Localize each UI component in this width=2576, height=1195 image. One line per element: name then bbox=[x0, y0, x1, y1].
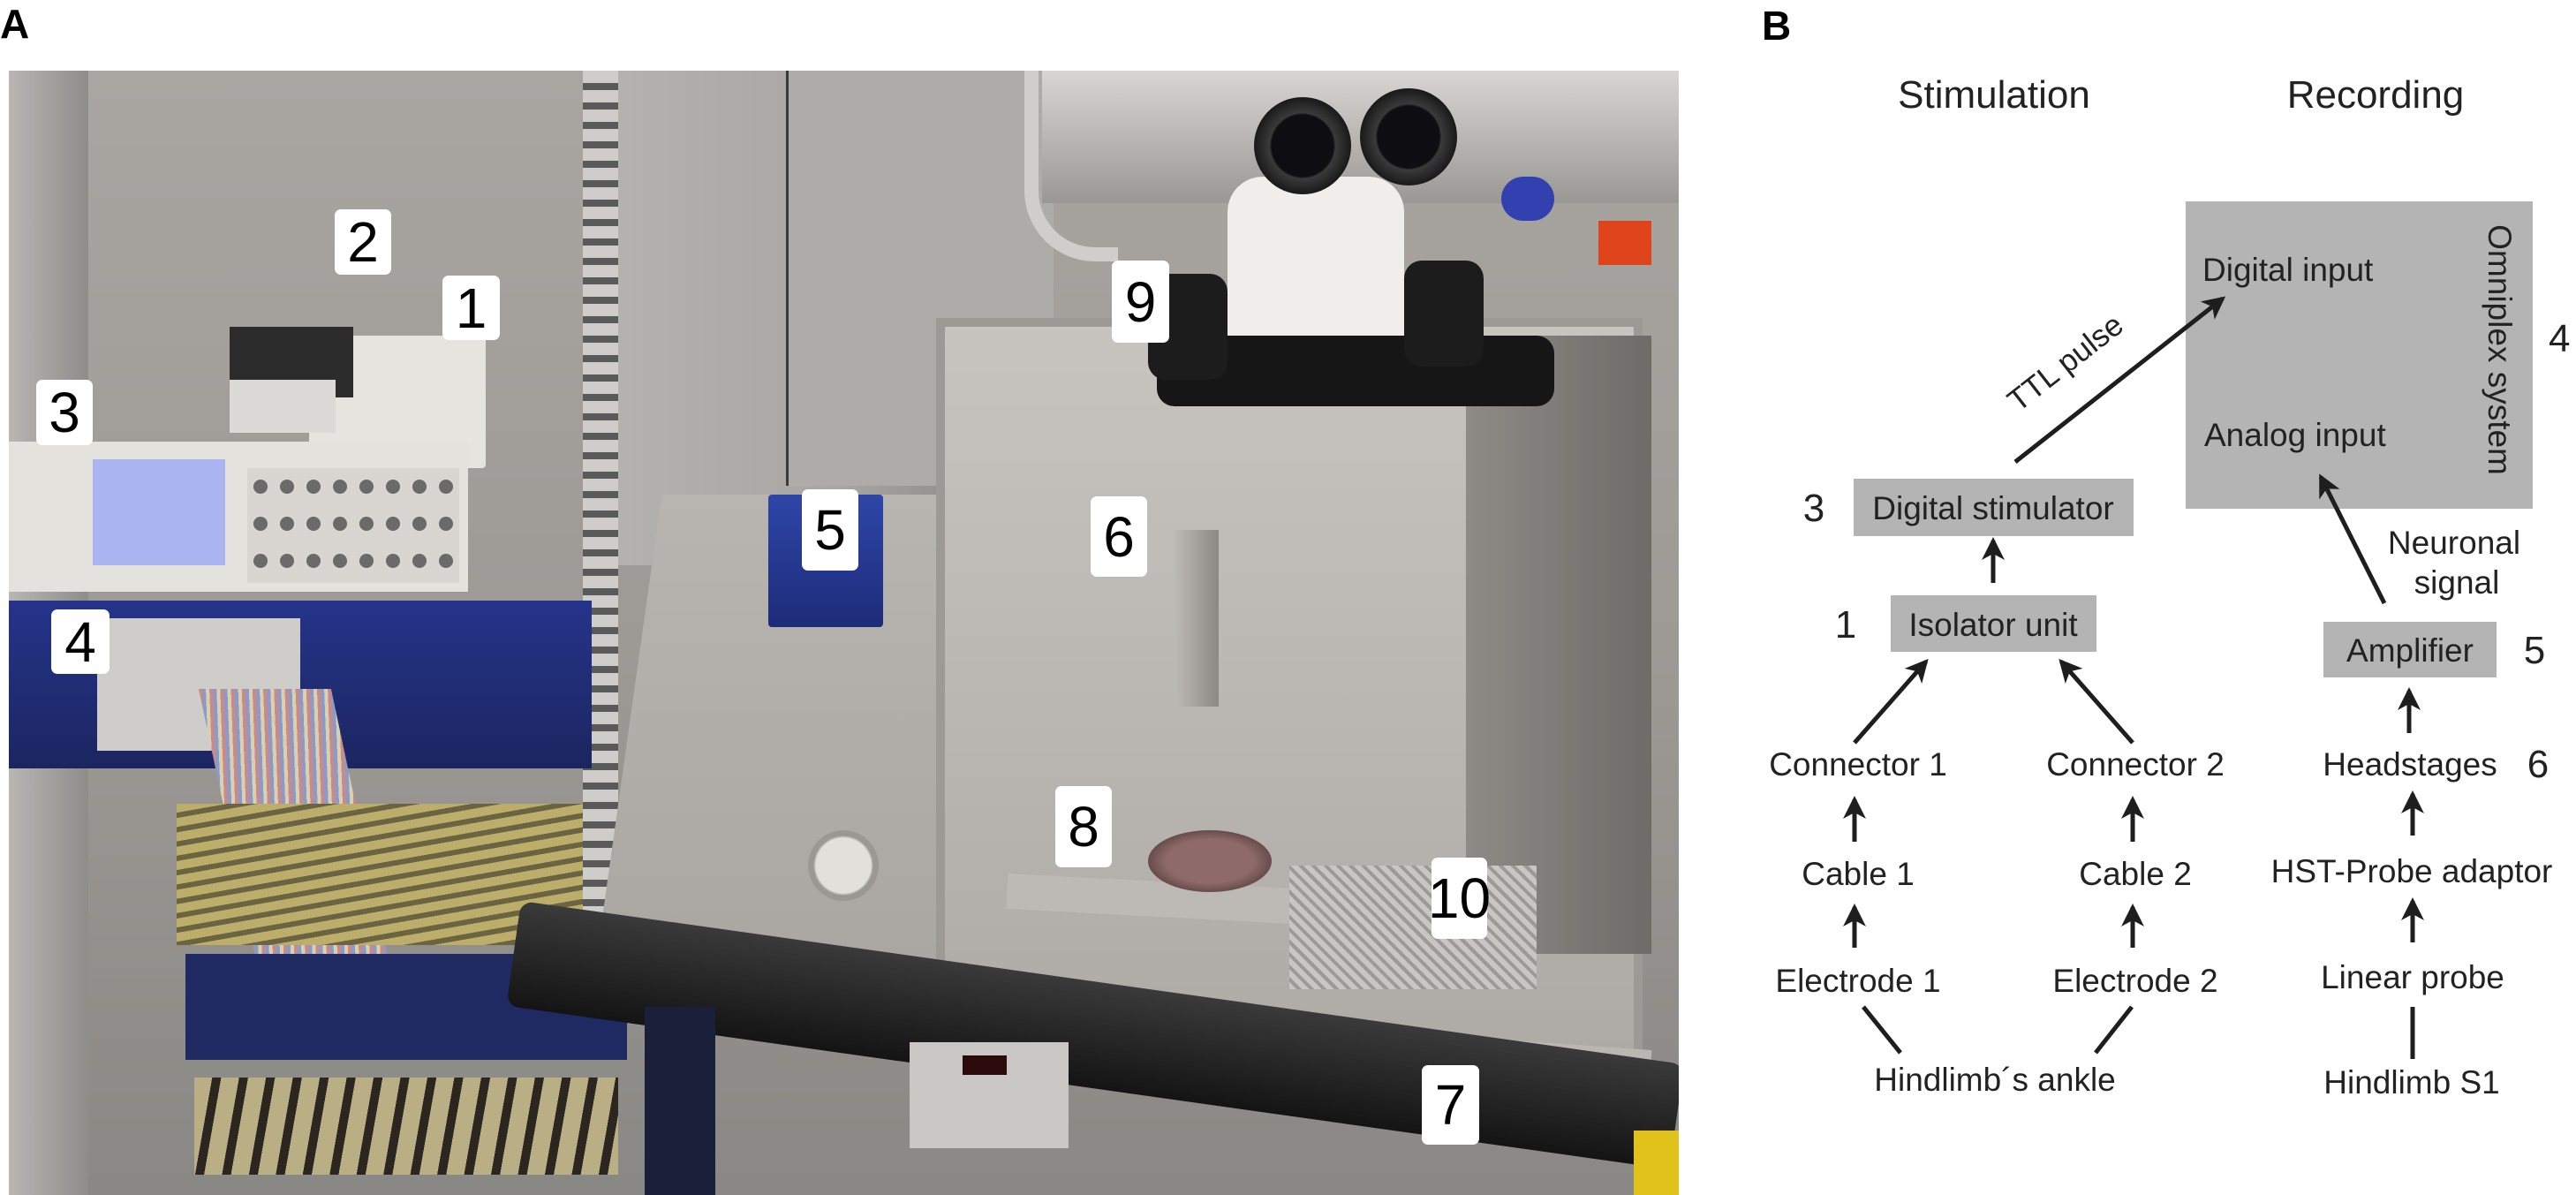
omniplex-system-box bbox=[2186, 201, 2533, 509]
photo-gloved-hand bbox=[1501, 177, 1554, 221]
electrode-1-label: Electrode 1 bbox=[1775, 963, 1940, 999]
photo-foil-pad bbox=[1289, 866, 1537, 989]
connector-2-label: Connector 2 bbox=[2046, 746, 2225, 783]
photo-frame-back-panel bbox=[1466, 336, 1651, 954]
photo-stimulator-screen bbox=[93, 459, 225, 565]
hst-probe-adaptor-label: HST-Probe adaptor bbox=[2271, 853, 2553, 889]
photo-box-2-base bbox=[230, 380, 336, 433]
photo-arm-rest-post bbox=[645, 1007, 715, 1195]
photo-lower-slots bbox=[194, 1078, 618, 1175]
callout-8: 8 bbox=[1055, 786, 1112, 867]
cable-2-label: Cable 2 bbox=[2079, 856, 2192, 892]
photo-microscope-knob-right bbox=[1404, 261, 1484, 367]
amplifier-box bbox=[2323, 622, 2497, 677]
connector-1-label: Connector 1 bbox=[1769, 746, 1947, 783]
cable-1-label: Cable 1 bbox=[1802, 856, 1915, 892]
rig-photograph: 1 2 3 4 5 6 7 8 9 10 bbox=[9, 71, 1679, 1195]
header-recording: Recording bbox=[2287, 73, 2465, 117]
neuronal-signal-label-line2: signal bbox=[2414, 564, 2500, 601]
linear-probe-label: Linear probe bbox=[2321, 959, 2504, 995]
isolator-unit-number: 1 bbox=[1835, 603, 1856, 647]
ttl-pulse-label: TTL pulse bbox=[2001, 307, 2130, 419]
header-stimulation: Stimulation bbox=[1898, 73, 2090, 117]
callout-3: 3 bbox=[36, 380, 93, 445]
photo-mouse bbox=[1148, 830, 1272, 892]
callout-4: 4 bbox=[51, 609, 110, 674]
photo-power-display bbox=[963, 1055, 1007, 1075]
panel-a-label: A bbox=[0, 1, 30, 47]
photo-rack-post bbox=[583, 71, 618, 954]
photo-lamp-base bbox=[808, 830, 879, 901]
panel-b-label: B bbox=[1762, 3, 1792, 49]
headstages-label: Headstages bbox=[2323, 746, 2497, 783]
connector-2-arrow bbox=[2059, 658, 2134, 745]
photo-gold-tray bbox=[177, 804, 583, 945]
digital-stimulator-number: 3 bbox=[1803, 487, 1824, 530]
hindlimb-ankle-label: Hindlimb´s ankle bbox=[1874, 1062, 2116, 1098]
callout-9: 9 bbox=[1112, 261, 1169, 343]
ankle-to-electrode-2-line bbox=[2094, 1005, 2134, 1055]
callout-1: 1 bbox=[442, 276, 500, 340]
ankle-to-electrode-1-line bbox=[1862, 1005, 1902, 1055]
photo-eyepiece-left bbox=[1254, 97, 1351, 194]
callout-6: 6 bbox=[1091, 496, 1147, 577]
headstages-number: 6 bbox=[2527, 743, 2549, 786]
amplifier-number: 5 bbox=[2524, 629, 2545, 672]
digital-stimulator-box bbox=[1854, 479, 2134, 536]
electrode-2-label: Electrode 2 bbox=[2052, 963, 2217, 999]
callout-2: 2 bbox=[335, 209, 391, 275]
photo-bnc-array bbox=[247, 468, 459, 583]
callout-7: 7 bbox=[1422, 1065, 1479, 1145]
photo-red-object bbox=[1598, 221, 1651, 265]
connector-1-arrow bbox=[1853, 658, 1929, 745]
omniplex-number: 4 bbox=[2549, 317, 2570, 360]
photo-yellow-bin bbox=[1634, 1131, 1679, 1195]
neuronal-signal-label-line1: Neuronal bbox=[2388, 525, 2520, 561]
photo-microscope-arm bbox=[1024, 71, 1118, 261]
hindlimb-s1-label: Hindlimb S1 bbox=[2323, 1064, 2499, 1100]
photo-probe-manipulator bbox=[1175, 530, 1219, 707]
isolator-unit-box bbox=[1891, 595, 2096, 652]
callout-5: 5 bbox=[802, 489, 858, 571]
callout-10: 10 bbox=[1428, 858, 1491, 939]
photo-eyepiece-right bbox=[1360, 88, 1457, 185]
